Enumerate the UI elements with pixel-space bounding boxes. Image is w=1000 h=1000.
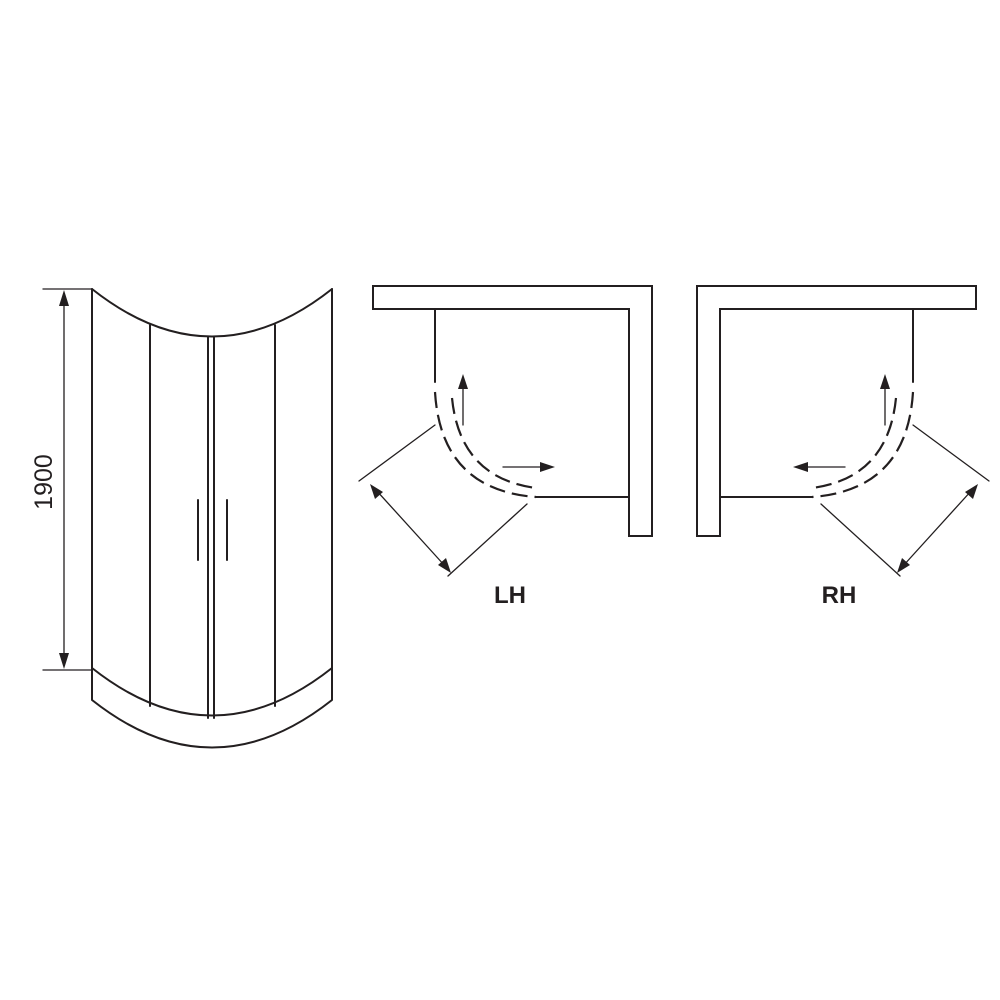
- lh-arrow-up: [458, 374, 468, 389]
- rh-door-inner: [811, 397, 898, 490]
- front-elevation: 1900: [30, 288, 333, 749]
- lh-door-outer: [433, 391, 537, 499]
- lh-wall: [372, 285, 653, 537]
- rh-label: RH: [822, 582, 857, 609]
- height-dimension: 1900: [30, 288, 93, 671]
- enclosure-elevation: [91, 288, 333, 749]
- rh-wall: [696, 285, 977, 537]
- rh-arrow-left: [793, 462, 808, 472]
- shower-tray: [91, 667, 333, 749]
- rh-door-outer: [811, 391, 915, 499]
- lh-arrow-right: [540, 462, 555, 472]
- lh-door-inner: [450, 397, 537, 490]
- rh-plan: RH: [696, 285, 990, 609]
- lh-label: LH: [494, 582, 526, 609]
- lh-plan: LH: [358, 285, 653, 609]
- rh-arrow-up: [880, 374, 890, 389]
- height-label: 1900: [30, 454, 58, 510]
